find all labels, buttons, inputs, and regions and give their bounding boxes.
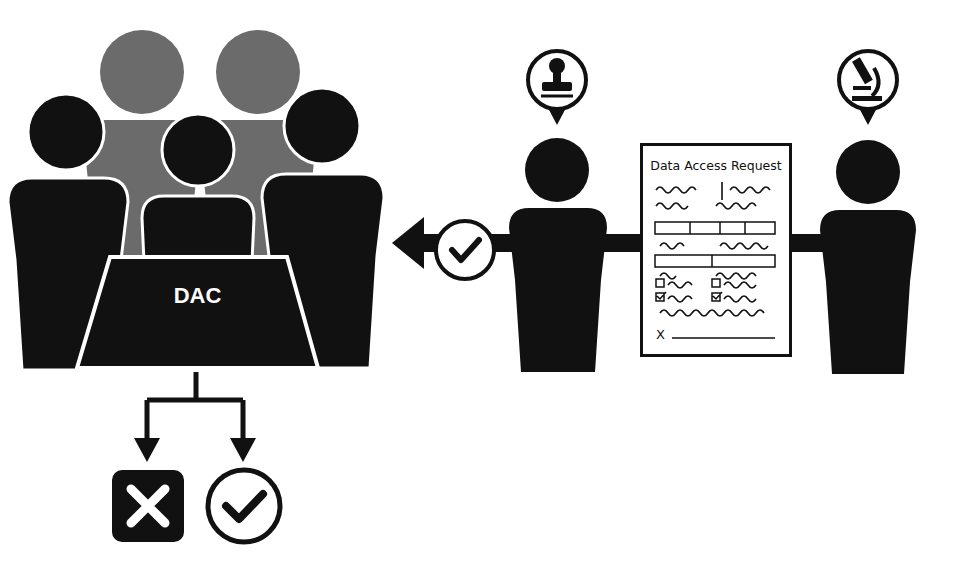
speech-bubble (528, 51, 586, 109)
person-head (284, 88, 360, 164)
branch-arrowheads (134, 438, 256, 462)
node-text: Data Access Request (643, 146, 789, 173)
signature-line (672, 337, 775, 339)
person-head (162, 114, 234, 186)
microscope-stage (853, 86, 871, 90)
stamp-plate (541, 95, 573, 98)
approved-check (452, 240, 479, 260)
person-head (525, 138, 589, 202)
person-head (100, 30, 184, 114)
person-body (509, 208, 607, 372)
request-document: Data Access Request (640, 143, 792, 357)
approve-check (226, 494, 263, 519)
approve-circle (208, 470, 280, 542)
approved-circle (436, 221, 494, 279)
microscope-tube (852, 57, 873, 84)
speech-bubble (839, 51, 897, 109)
signature-mark: X (656, 327, 665, 342)
person-head (28, 94, 104, 170)
person-head (836, 140, 900, 204)
table-outline (77, 257, 318, 368)
person-head (216, 30, 300, 114)
person-body (142, 196, 254, 262)
committee-table: DAC (75, 255, 320, 370)
table-shape (75, 255, 320, 370)
committee-group (8, 30, 384, 370)
decision-branch (147, 372, 243, 440)
microscope-arm (872, 68, 879, 96)
reject-cross (131, 489, 165, 523)
node-text: DAC (75, 255, 320, 309)
stamp-neck (553, 70, 561, 83)
person-body (820, 210, 916, 374)
document-checkboxes (656, 279, 722, 301)
document-scribbles (656, 182, 770, 316)
microscope-base (852, 96, 882, 101)
document-form-fields (655, 222, 775, 267)
stamp-base (542, 82, 572, 91)
reject-box (112, 470, 184, 542)
document-sheet (640, 143, 792, 357)
